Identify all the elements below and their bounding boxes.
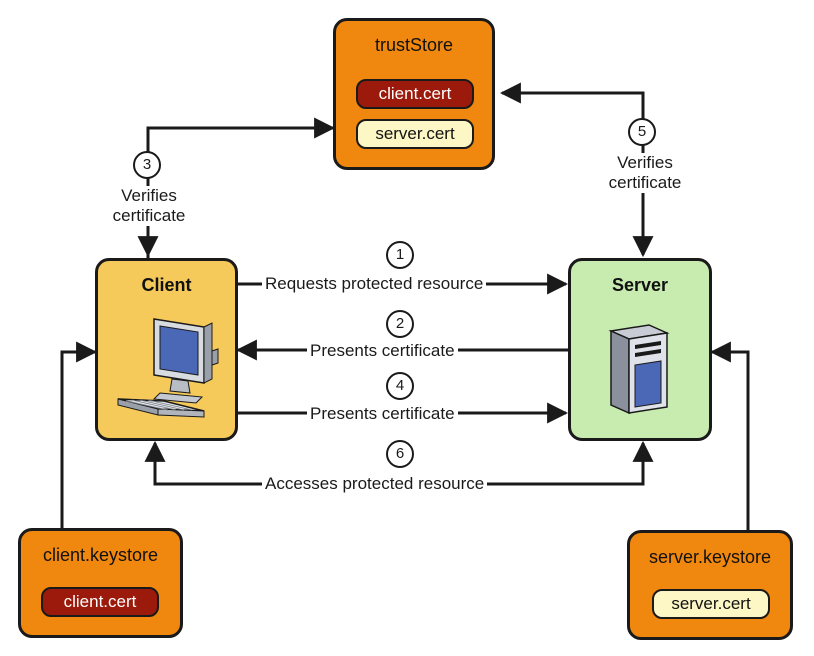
step-5-badge: 5 <box>628 118 656 146</box>
client-keystore-box: client.keystore client.cert <box>18 528 183 638</box>
step-3-badge: 3 <box>133 151 161 179</box>
step-2-badge: 2 <box>386 310 414 338</box>
arrow-server-keystore <box>709 341 750 530</box>
arrow-client-keystore <box>60 341 98 528</box>
server-box: Server <box>568 258 712 441</box>
client-title: Client <box>141 275 192 295</box>
client-keystore-cert: client.cert <box>41 587 159 617</box>
server-tower-icon <box>608 324 670 415</box>
step-4-badge: 4 <box>386 372 414 400</box>
server-keystore-cert: server.cert <box>652 589 770 619</box>
step-3-label: Verifies certificate <box>94 186 204 226</box>
step-1-badge: 1 <box>386 241 414 269</box>
step-5-label: Verifies certificate <box>590 153 700 193</box>
server-keystore-box: server.keystore server.cert <box>627 530 793 640</box>
truststore-box: trustStore client.cert server.cert <box>333 18 495 170</box>
truststore-client-cert: client.cert <box>356 79 474 109</box>
server-keystore-title: server.keystore <box>648 547 772 567</box>
truststore-server-cert: server.cert <box>356 119 474 149</box>
client-keystore-title: client.keystore <box>42 545 159 565</box>
truststore-title: trustStore <box>374 35 454 55</box>
computer-icon <box>117 318 219 418</box>
step-6-label: Accesses protected resource <box>262 474 488 494</box>
step-4-label: Presents certificate <box>307 404 458 424</box>
client-box: Client <box>95 258 238 441</box>
server-title: Server <box>611 275 669 295</box>
step-6-badge: 6 <box>386 440 414 468</box>
step-2-label: Presents certificate <box>307 341 458 361</box>
step-1-label: Requests protected resource <box>262 274 487 294</box>
